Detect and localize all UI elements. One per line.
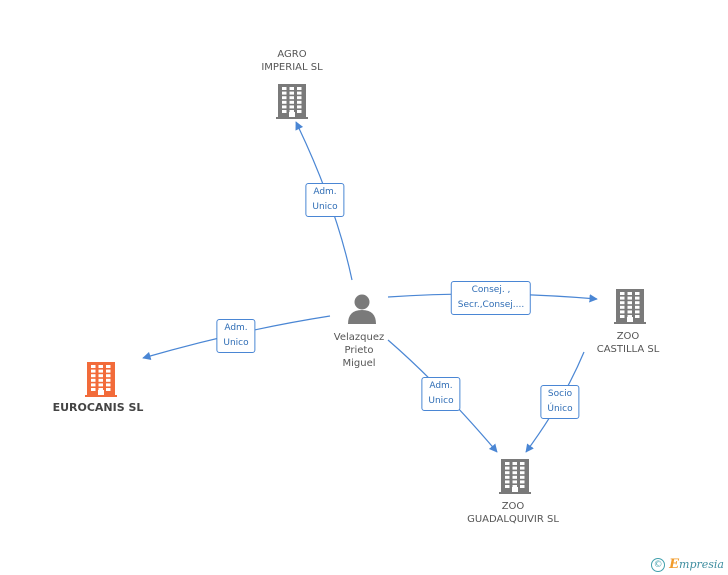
- node-label-line: Velazquez: [333, 332, 385, 343]
- node-label-line: EUROCANIS SL: [52, 401, 144, 414]
- edge-label-person-eurocanis[interactable]: Adm. Unico: [216, 319, 256, 353]
- node-label-line: Prieto: [344, 345, 374, 356]
- edge-label-line: Socio: [547, 389, 573, 399]
- edge-label-line: Adm.: [224, 323, 248, 333]
- brand-name: mpresia: [679, 558, 724, 571]
- edge-label-line: Unico: [312, 202, 338, 212]
- node-label-line: IMPERIAL SL: [261, 62, 323, 73]
- node-label-line: ZOO: [501, 501, 525, 512]
- brand-watermark: ©Empresia: [651, 557, 724, 572]
- edge-label-line: Adm.: [429, 381, 453, 391]
- building-icon-agro[interactable]: [276, 84, 308, 119]
- edge-label-line: Unico: [223, 338, 249, 348]
- node-label-line: ZOO: [616, 331, 640, 342]
- edge-label-line: Consej. ,: [471, 285, 511, 295]
- building-icon-eurocanis[interactable]: [85, 362, 117, 397]
- edge-label-line: Unico: [428, 396, 454, 406]
- edge-label-line: Único: [547, 404, 573, 414]
- node-label-zoo_guadalquivir[interactable]: ZOO GUADALQUIVIR SL: [467, 500, 559, 526]
- building-icon-zoo_castilla[interactable]: [614, 289, 646, 324]
- edge-label-line: Adm.: [313, 187, 337, 197]
- node-label-agro[interactable]: AGRO IMPERIAL SL: [261, 48, 322, 74]
- node-label-zoo_castilla[interactable]: ZOO CASTILLA SL: [597, 330, 660, 356]
- node-label-line: Miguel: [342, 358, 376, 369]
- node-label-eurocanis[interactable]: EUROCANIS SL: [53, 401, 144, 414]
- edge-label-line: Secr.,Consej....: [457, 300, 525, 310]
- person-icon-person[interactable]: [348, 294, 376, 325]
- brand-initial: E: [669, 557, 680, 572]
- edge-label-person-agro[interactable]: Adm. Unico: [305, 183, 345, 217]
- edge-label-person-castilla[interactable]: Consej. , Secr.,Consej....: [450, 281, 532, 315]
- copyright-icon: ©: [651, 558, 666, 572]
- building-icon-zoo_guadalquivir[interactable]: [499, 459, 531, 494]
- node-label-line: GUADALQUIVIR SL: [467, 514, 559, 525]
- node-label-line: AGRO: [277, 49, 307, 60]
- edge-label-person-guadalquivir[interactable]: Adm. Unico: [421, 377, 461, 411]
- node-label-line: CASTILLA SL: [596, 344, 660, 355]
